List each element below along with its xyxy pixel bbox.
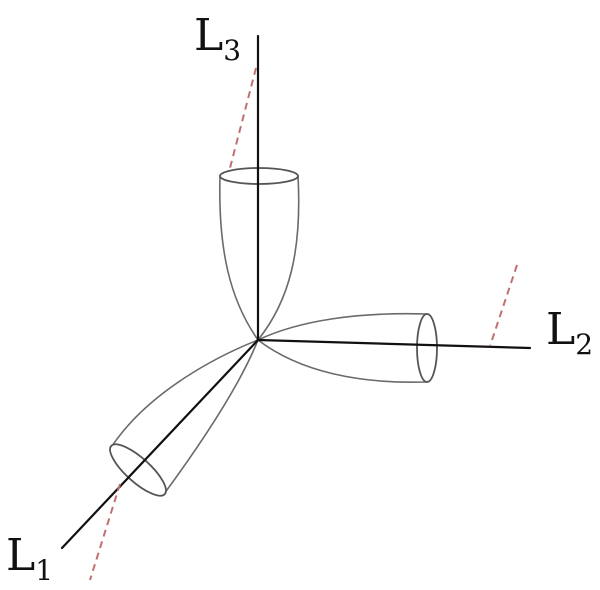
lobe-l2 (256, 312, 438, 384)
lobe-l2-rim (416, 313, 438, 383)
label-l3: L3 (194, 10, 241, 67)
label-l1: L1 (6, 530, 53, 587)
dashed-line-l3 (229, 67, 257, 169)
axis-l2 (256, 338, 532, 350)
dashed-line-l2 (489, 264, 518, 347)
axis-l1 (60, 338, 260, 550)
dashed-line-l1 (89, 483, 121, 581)
label-l2: L2 (546, 304, 593, 361)
lobe-l3 (218, 167, 300, 342)
lobe-l1-rim (109, 443, 167, 497)
